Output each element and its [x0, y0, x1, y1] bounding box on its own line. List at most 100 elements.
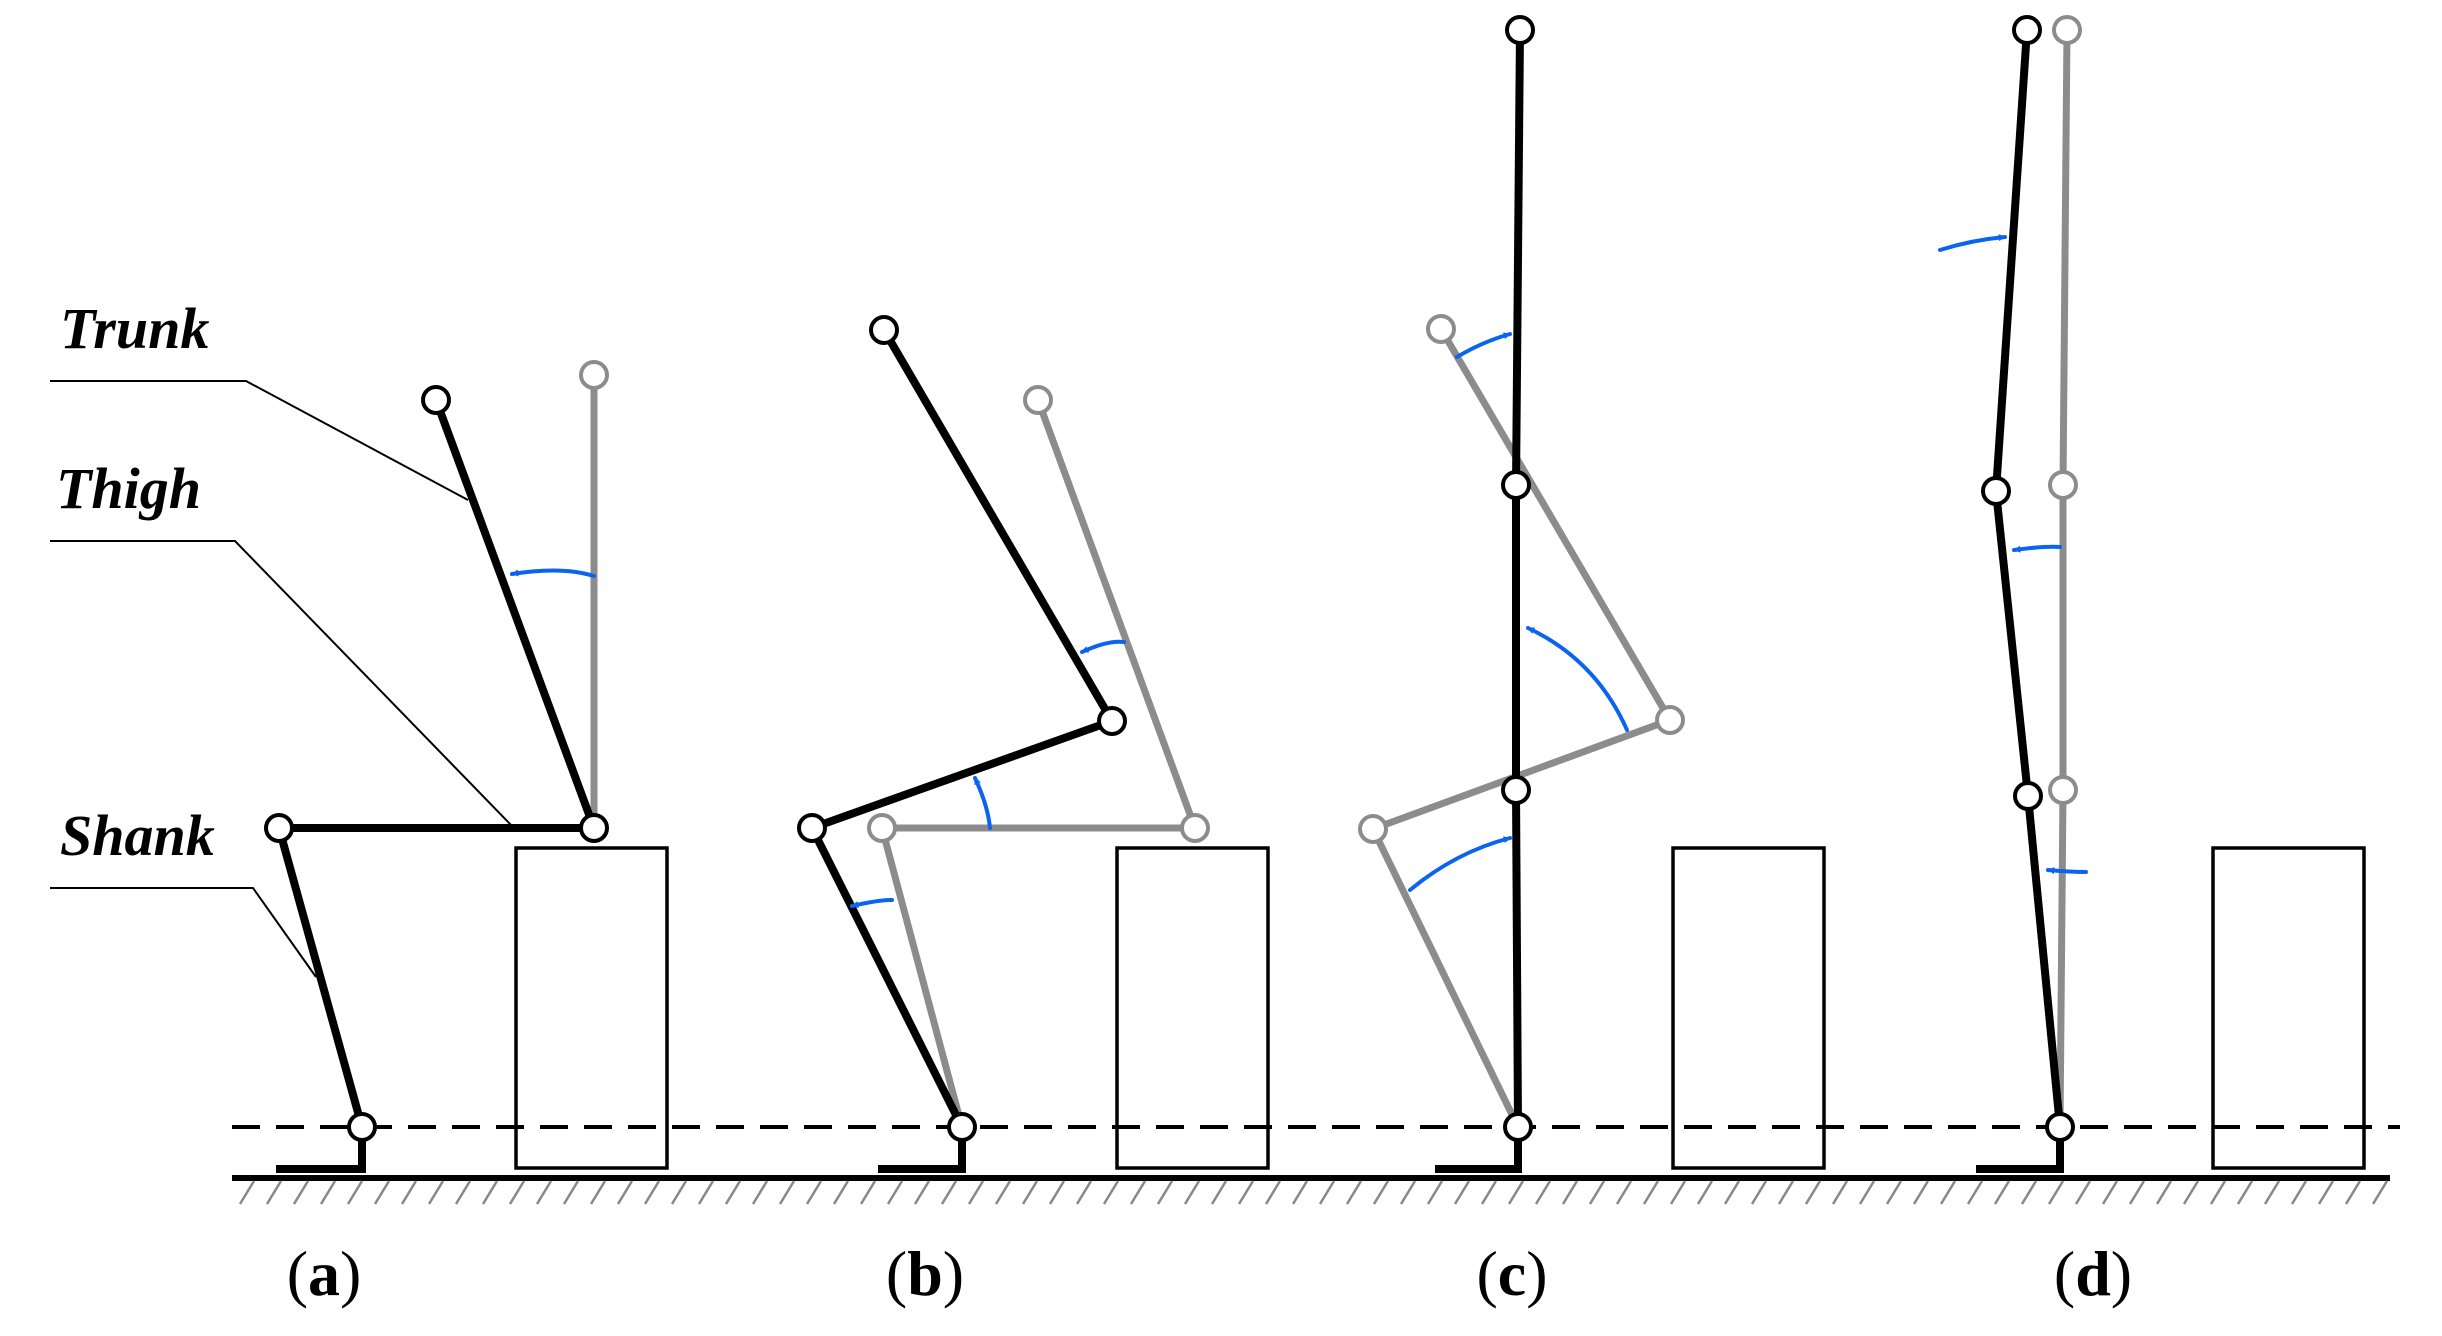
hatch-stroke	[481, 1180, 499, 1205]
hatch-stroke	[2344, 1180, 2362, 1205]
joint-knee	[1501, 775, 1531, 805]
hatch-stroke	[1480, 1180, 1498, 1205]
shank-previous	[2056, 786, 2067, 1131]
joint-hip-previous	[2048, 470, 2078, 500]
hatch-stroke	[427, 1180, 445, 1205]
hatch-stroke	[2290, 1180, 2308, 1205]
hatch-stroke	[1102, 1180, 1120, 1205]
joint-knee	[2013, 781, 2043, 811]
joint-hip	[1501, 470, 1531, 500]
joint-head-previous	[1426, 314, 1456, 344]
hatch-stroke	[967, 1180, 985, 1205]
shank	[1512, 786, 1522, 1131]
hatch-stroke	[1237, 1180, 1255, 1205]
hatch-stroke	[454, 1180, 472, 1205]
hatch-stroke	[1912, 1180, 1930, 1205]
hatch-stroke	[2047, 1180, 2065, 1205]
motion-arrow	[1080, 639, 1126, 654]
hatch-stroke	[1615, 1180, 1633, 1205]
joint-hip	[579, 813, 609, 843]
shank-leader	[50, 887, 317, 978]
hatch-stroke	[886, 1180, 904, 1205]
joint-knee-previous	[2048, 775, 2078, 805]
hatch-stroke	[697, 1180, 715, 1205]
hatch-stroke	[346, 1180, 364, 1205]
motion-arrow	[973, 776, 992, 830]
trunk-previous	[1437, 325, 1674, 724]
hatch-stroke	[940, 1180, 958, 1205]
trunk-leader	[50, 380, 469, 501]
motion-arrow	[1455, 332, 1512, 359]
hatch-stroke	[1831, 1180, 1849, 1205]
hatch-stroke	[1075, 1180, 1093, 1205]
motion-arrow	[2046, 867, 2088, 875]
motion-arrow	[1938, 234, 2007, 252]
panel-label-d: (d)	[2054, 1238, 2132, 1309]
hatch-stroke	[778, 1180, 796, 1205]
hatch-stroke	[2317, 1180, 2335, 1205]
hatch-stroke	[1642, 1180, 1660, 1205]
hatch-stroke	[535, 1180, 553, 1205]
hatch-stroke	[751, 1180, 769, 1205]
joint-head	[2012, 15, 2042, 45]
trunk-label: Trunk	[60, 296, 209, 361]
panel-label-b: (b)	[886, 1238, 964, 1309]
hatch-stroke	[1939, 1180, 1957, 1205]
hatch-stroke	[1669, 1180, 1687, 1205]
motion-arrow	[1526, 626, 1629, 732]
hatch-stroke	[1750, 1180, 1768, 1205]
hatch-stroke	[1291, 1180, 1309, 1205]
hatch-stroke	[1021, 1180, 1039, 1205]
panel-d-figure	[1938, 15, 2088, 1142]
panel-label-a: (a)	[287, 1238, 362, 1309]
hatch-stroke	[589, 1180, 607, 1205]
panel-label-c: (c)	[1476, 1238, 1547, 1309]
seat-b	[1115, 846, 1270, 1170]
joint-ankle	[1503, 1112, 1533, 1142]
hatch-stroke	[1777, 1180, 1795, 1205]
trunk	[1512, 26, 1524, 489]
joint-hip	[1981, 476, 2011, 506]
panel-a-figure	[264, 360, 609, 1142]
seat-c	[1671, 846, 1826, 1170]
hatch-stroke	[832, 1180, 850, 1205]
hatch-stroke	[1048, 1180, 1066, 1205]
joint-knee-previous	[867, 813, 897, 843]
hatch-stroke	[805, 1180, 823, 1205]
hatch-stroke	[1858, 1180, 1876, 1205]
thigh	[1992, 487, 2032, 800]
trunk	[1992, 26, 2031, 495]
thigh	[808, 717, 1116, 832]
joint-ankle	[347, 1112, 377, 1142]
hatch-stroke	[2182, 1180, 2200, 1205]
hatch-stroke	[1318, 1180, 1336, 1205]
joint-ankle	[947, 1112, 977, 1142]
hatch-stroke	[643, 1180, 661, 1205]
shank	[275, 824, 366, 1131]
shank-label: Shank	[60, 803, 215, 868]
shank	[2024, 792, 2064, 1131]
hatch-stroke	[2020, 1180, 2038, 1205]
hatch-stroke	[616, 1180, 634, 1205]
trunk-previous	[2059, 26, 2071, 489]
trunk	[432, 396, 598, 832]
hatch-stroke	[1372, 1180, 1390, 1205]
motion-arrow	[2012, 544, 2062, 553]
thigh-label: Thigh	[56, 456, 201, 521]
joint-head	[421, 385, 451, 415]
hatch-stroke	[2263, 1180, 2281, 1205]
joint-head	[1505, 15, 1535, 45]
trunk	[880, 326, 1116, 725]
hatch-stroke	[373, 1180, 391, 1205]
joint-hip-previous	[1180, 813, 1210, 843]
seat-a	[514, 846, 669, 1170]
ground-hatching	[238, 1180, 2389, 1205]
hatch-stroke	[265, 1180, 283, 1205]
hatch-stroke	[913, 1180, 931, 1205]
hatch-stroke	[508, 1180, 526, 1205]
seats	[514, 846, 2366, 1170]
joint-hip-previous	[1655, 705, 1685, 735]
hatch-stroke	[1156, 1180, 1174, 1205]
hatch-stroke	[1804, 1180, 1822, 1205]
